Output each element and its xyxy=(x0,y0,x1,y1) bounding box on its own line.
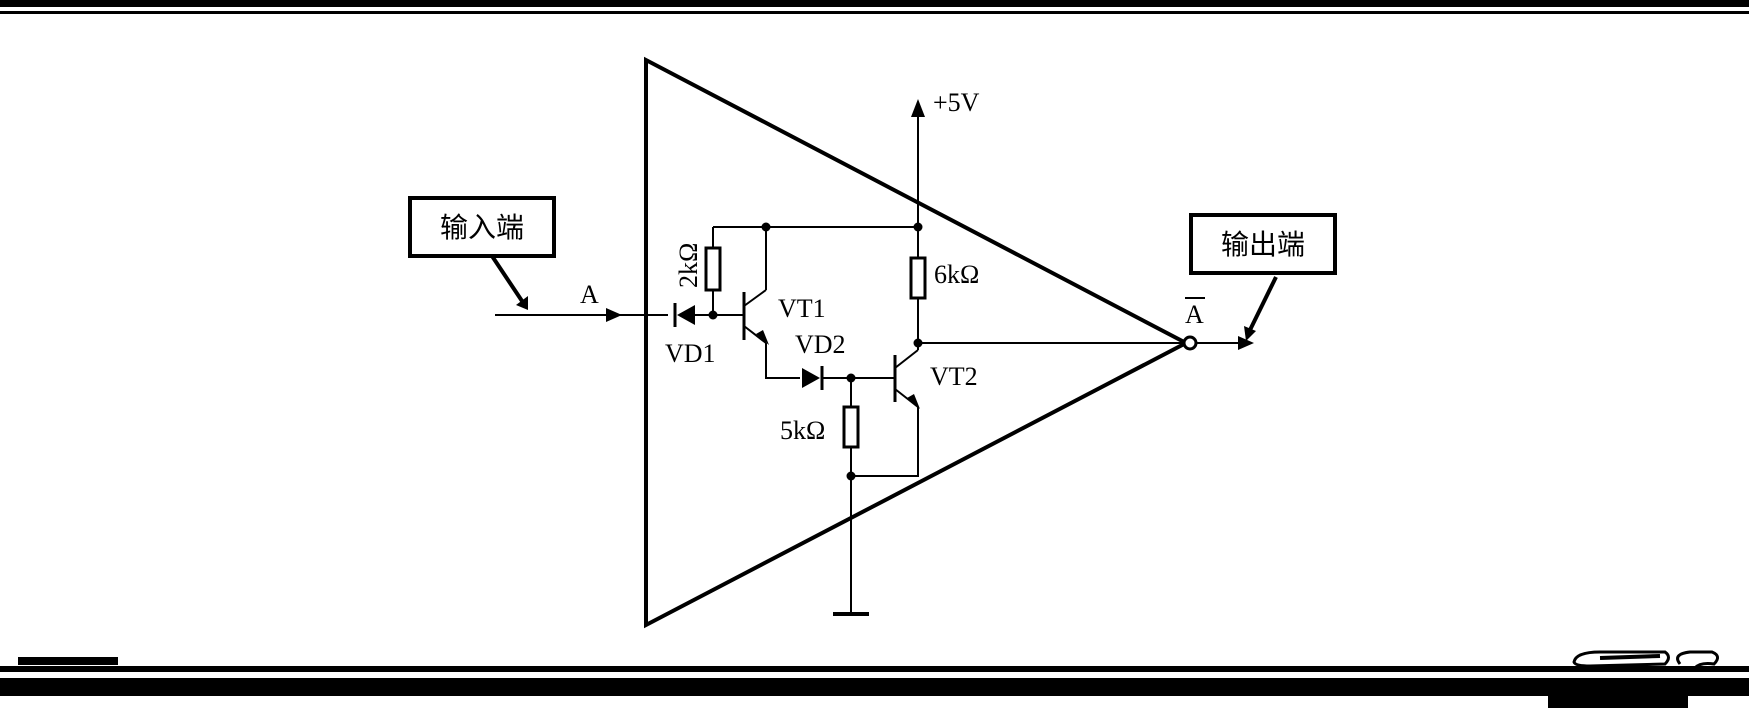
bottom-border xyxy=(0,657,1749,708)
input-pointer-arrowhead xyxy=(516,296,528,310)
vt1-label: VT1 xyxy=(778,294,826,323)
transistor-vt2 xyxy=(893,343,920,409)
gate-triangle xyxy=(644,56,1191,629)
output-pointer-arrow xyxy=(1248,276,1278,331)
output-box: 输出端 xyxy=(1189,213,1337,275)
output-wire-arrow xyxy=(1238,336,1254,350)
inversion-bubble xyxy=(1182,335,1198,351)
corner-logo-mark xyxy=(1572,650,1719,670)
r1-label: 2kΩ xyxy=(674,243,703,288)
vd2-label: VD2 xyxy=(795,330,846,359)
input-pointer-arrow xyxy=(490,254,526,306)
resistor-2k xyxy=(704,246,722,292)
top-border xyxy=(0,0,1749,14)
r2-label: 6kΩ xyxy=(934,260,979,289)
output-box-label: 输出端 xyxy=(1221,228,1305,261)
input-box: 输入端 xyxy=(408,196,556,258)
output-pointer-arrowhead xyxy=(1244,326,1256,341)
vd1-label: VD1 xyxy=(665,339,716,368)
vt2-label: VT2 xyxy=(930,362,978,391)
vt1-emitter-wire xyxy=(765,343,800,379)
transistor-vt1 xyxy=(742,227,769,345)
diode-vd1 xyxy=(673,303,695,327)
supply-arrow xyxy=(911,99,925,117)
r3-label: 5kΩ xyxy=(780,416,825,445)
diode-vd2 xyxy=(802,366,824,390)
input-signal-label: A xyxy=(580,280,599,309)
resistor-6k xyxy=(909,256,927,300)
vt2-emitter-wire xyxy=(851,407,919,477)
supply-label: +5V xyxy=(933,88,980,117)
input-box-label: 输入端 xyxy=(440,211,524,244)
output-signal-label: A xyxy=(1185,300,1204,329)
input-wire-arrow xyxy=(606,308,622,322)
resistor-5k xyxy=(842,405,860,449)
